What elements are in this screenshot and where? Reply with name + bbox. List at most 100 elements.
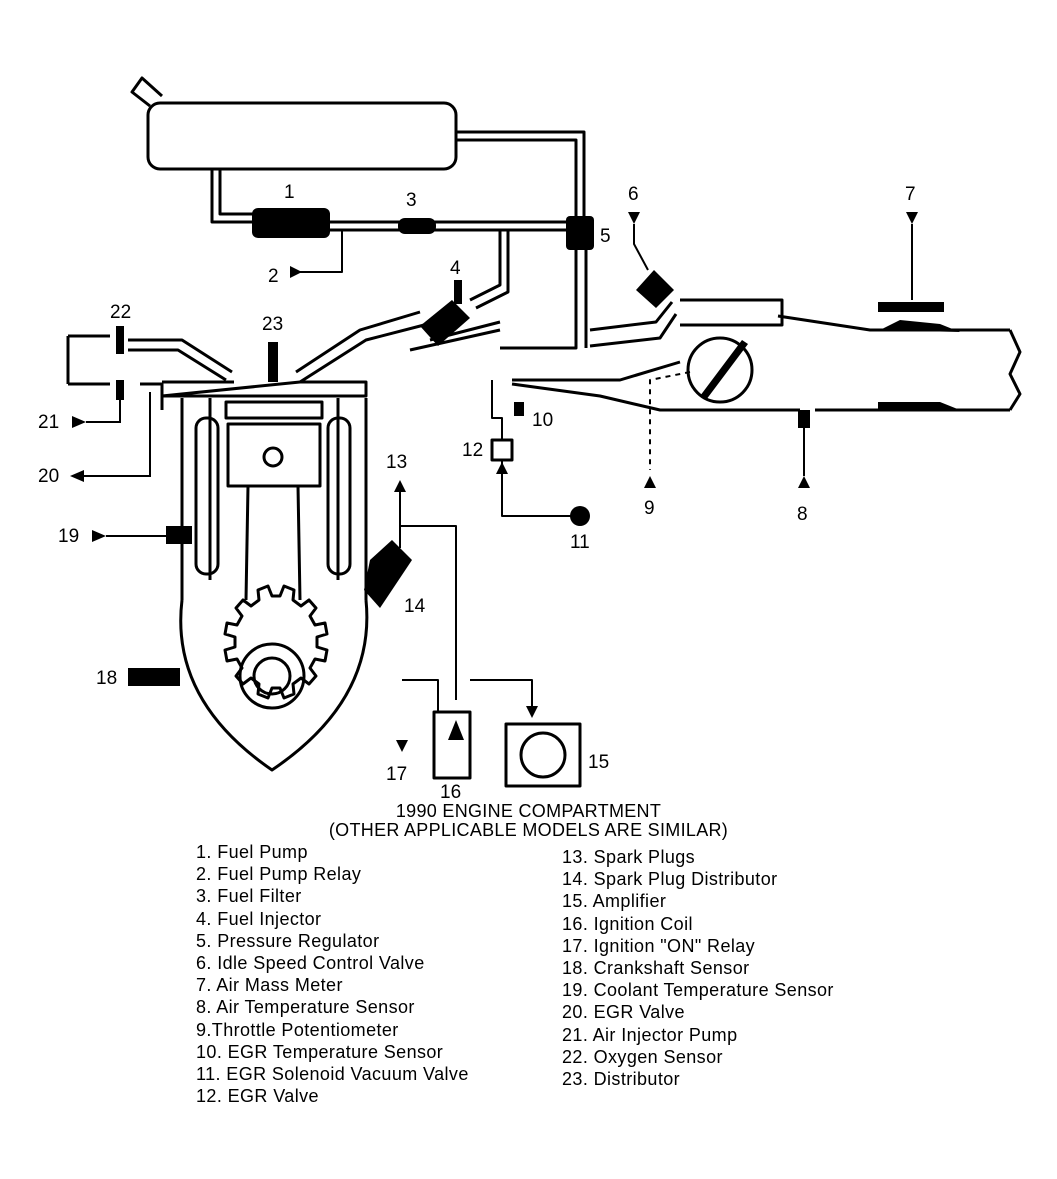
arrow-13 (394, 480, 406, 492)
callout-18: 18 (96, 668, 117, 689)
air-temperature-sensor (798, 410, 810, 428)
callout-12: 12 (462, 440, 483, 461)
callout-11: 11 (570, 532, 590, 553)
air-valve-passage (589, 301, 678, 348)
callout-22: 22 (110, 302, 131, 323)
legend-item: 20. EGR Valve (562, 1002, 685, 1023)
egr-line (491, 380, 578, 517)
callout-2: 2 (268, 266, 279, 287)
legend-item: 3. Fuel Filter (196, 886, 302, 907)
legend-item: 21. Air Injector Pump (562, 1024, 738, 1045)
callout-17: 17 (386, 764, 407, 785)
ignition-coil (432, 710, 472, 780)
legend-left: 1. Fuel Pump 2. Fuel Pump Relay 3. Fuel … (196, 841, 469, 1107)
arrow-19 (92, 530, 106, 542)
arrow-12 (496, 462, 508, 474)
callout-7: 7 (905, 184, 916, 205)
arrow-15 (526, 706, 538, 718)
piston (226, 422, 322, 488)
throttle-sensor-dashes (649, 371, 691, 470)
fuel-tank-filler-neck (130, 76, 164, 108)
relay-wire (292, 229, 343, 273)
egr-solenoid-vacuum-valve (570, 506, 590, 526)
arrow-2 (290, 266, 302, 278)
egr-temperature-sensor (514, 402, 524, 416)
callout-labels: 1 2 3 4 5 6 7 8 9 10 11 12 13 14 15 16 1… (38, 182, 916, 800)
legend-item: 13. Spark Plugs (562, 847, 696, 867)
callout-9: 9 (644, 498, 655, 519)
cylinder-wall-left (180, 398, 212, 600)
callout-23: 23 (262, 314, 283, 335)
air-mass-meter-lower (878, 402, 960, 410)
callout-13: 13 (386, 452, 407, 473)
callout-10: 10 (532, 410, 553, 431)
legend-item: 2. Fuel Pump Relay (196, 864, 362, 885)
legend-right: 13. Spark Plugs 14. Spark Plug Distribut… (562, 846, 834, 1090)
fuel-return-line (456, 130, 586, 216)
fuel-line-to-injector (469, 230, 510, 310)
arrow-21 (72, 416, 86, 428)
injector-tip (454, 280, 462, 304)
idle-speed-control-valve (636, 270, 674, 308)
callout-20: 20 (38, 466, 59, 487)
leader-20 (84, 392, 151, 477)
crankshaft-sensor (128, 668, 180, 686)
legend-item: 15. Amplifier (562, 891, 667, 912)
air-injector-pump (116, 380, 124, 400)
fuel-line-supply-inner (218, 169, 255, 216)
callout-16: 16 (440, 782, 461, 800)
connecting-rod (244, 485, 302, 601)
callout-5: 5 (600, 226, 611, 247)
piston-pin (262, 446, 284, 468)
legend-item: 1. Fuel Pump (196, 842, 308, 862)
legend-item: 23. Distributor (562, 1069, 681, 1090)
legend-item: 4. Fuel Injector (196, 908, 322, 929)
legend-item: 10. EGR Temperature Sensor (196, 1041, 444, 1062)
amplifier-box (504, 722, 582, 788)
coil-arrow (448, 720, 464, 740)
legend-item: 8. Air Temperature Sensor (196, 997, 415, 1018)
spark-plug (268, 342, 278, 382)
arrow-17 (396, 740, 408, 752)
cylinder-head (160, 380, 368, 398)
arrow-7 (906, 212, 918, 224)
egr-valve-body (490, 438, 514, 462)
oxygen-sensor (116, 326, 124, 354)
intake-runner-right (295, 310, 429, 384)
fuel-line-pump-to-filter (330, 220, 400, 232)
callout-3: 3 (406, 190, 417, 211)
coolant-temperature-sensor (166, 526, 192, 544)
amplifier-gauge (519, 731, 567, 779)
callout-1: 1 (284, 182, 295, 203)
ignition-wiring (399, 525, 533, 712)
intake-duct-top (512, 314, 1010, 382)
arrow-6 (628, 212, 640, 224)
caption-subtitle: (OTHER APPLICABLE MODELS ARE SIMILAR) (328, 820, 729, 840)
arrow-9 (644, 476, 656, 488)
legend-item: 18. Crankshaft Sensor (562, 958, 750, 979)
callout-19: 19 (58, 526, 79, 547)
fuel-pump (252, 208, 330, 238)
spark-plug-distributor (364, 540, 412, 608)
fuel-line-filter-to-regulator (434, 220, 568, 232)
legend-item: 22. Oxygen Sensor (562, 1046, 723, 1067)
legend-item: 5. Pressure Regulator (196, 930, 380, 951)
pressure-regulator (566, 216, 594, 250)
legend-item: 6. Idle Speed Control Valve (196, 953, 425, 974)
intake-duct-end (1008, 329, 1022, 411)
legend-item: 16. Ignition Coil (562, 913, 693, 934)
caption-title: 1990 ENGINE COMPARTMENT (395, 801, 662, 821)
air-mass-meter-body (880, 320, 960, 332)
exhaust-pipe (66, 334, 110, 386)
legend-item: 11. EGR Solenoid Vacuum Valve (196, 1064, 469, 1085)
arrow-8 (798, 476, 810, 488)
legend-item: 19. Coolant Temperature Sensor (562, 980, 834, 1001)
exhaust-port (140, 382, 164, 410)
crankcase (179, 599, 369, 772)
combustion-chamber (224, 400, 324, 420)
callout-15: 15 (588, 752, 609, 773)
callout-6: 6 (628, 184, 639, 205)
crankshaft-center (252, 656, 292, 696)
throttle-housing (680, 298, 784, 327)
legend-item: 7. Air Mass Meter (196, 975, 343, 996)
